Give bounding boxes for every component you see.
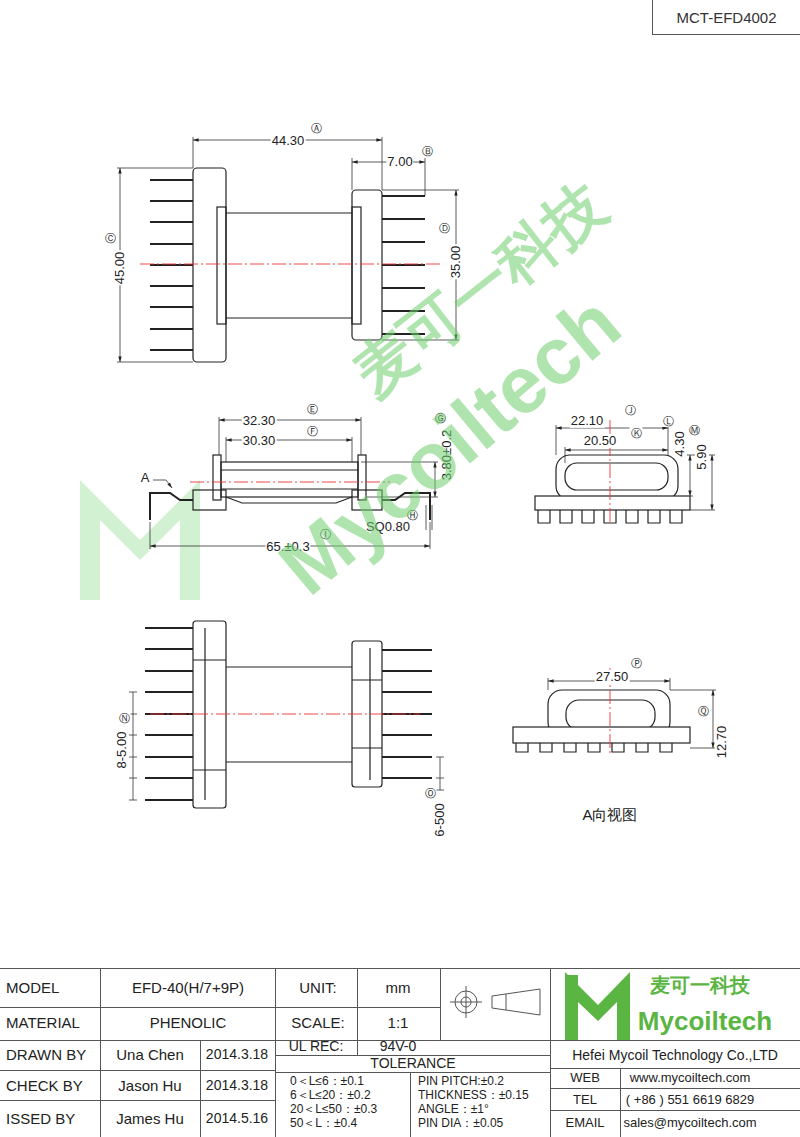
table-cell: Jason Hu [118, 1078, 181, 1095]
table-cell: MODEL [6, 980, 59, 997]
company-name: 麦可一科技 [650, 974, 750, 996]
pins [150, 180, 193, 350]
drawing-number-box: MCT-EFD4002 [652, 0, 800, 35]
callout-letter: Ⓚ [630, 427, 643, 439]
dimension-label: 30.30 [242, 434, 277, 448]
callout-letter: Ⓟ [630, 657, 643, 669]
dimension-label: 8-5.00 [115, 731, 129, 770]
view-title: A向视图 [582, 807, 637, 824]
callout-letter: Ⓓ [438, 222, 451, 234]
dimension-label: 27.50 [595, 670, 630, 684]
table-cell: PIN PITCH:±0.2 [418, 1075, 504, 1088]
flange [193, 168, 226, 362]
dimension-label: 20.50 [583, 434, 618, 448]
callout-letter: Ⓑ [421, 145, 434, 157]
watermark-logo [80, 480, 200, 600]
callout-letter: Ⓙ [624, 404, 637, 416]
table-cell: ANGLE：±1° [418, 1103, 489, 1116]
dimension-label: 22.10 [570, 414, 605, 428]
table-cell: THICKNESS：±0.15 [418, 1089, 529, 1102]
table-cell: 94V-0 [380, 1039, 417, 1054]
company-full-name: Hefei Mycoil Technology Co.,LTD [572, 1048, 778, 1063]
callout-letter: Ⓝ [118, 712, 131, 724]
table-cell: ISSED BY [6, 1111, 75, 1128]
callout-letter: Ⓛ [662, 415, 675, 427]
dimension-label: 7.00 [386, 155, 413, 169]
callout-letter: Ⓔ [306, 403, 319, 415]
table-cell: 1:1 [388, 1015, 409, 1032]
table-cell: 50＜L：±0.4 [290, 1117, 357, 1130]
dimension-label: 5.90 [695, 443, 709, 470]
drawing-number: MCT-EFD4002 [676, 9, 776, 26]
callout-letter: Ⓜ [688, 424, 701, 436]
company-logo [565, 972, 630, 1040]
table-cell: EMAIL [565, 1116, 604, 1130]
table-cell: PHENOLIC [150, 1015, 227, 1032]
table-cell: 2014.5.16 [206, 1111, 268, 1126]
table-cell: James Hu [116, 1111, 184, 1128]
pins [150, 493, 193, 520]
callout-letter: Ⓒ [104, 232, 117, 244]
table-cell: SCALE: [291, 1015, 344, 1032]
callout-letter: Ⓐ [310, 122, 323, 134]
table-cell: 20＜L≤50：±0.3 [290, 1103, 377, 1116]
callout-letter: Ⓠ [697, 705, 710, 717]
table-cell: mm [386, 980, 411, 997]
table-cell: DRAWN BY [6, 1047, 86, 1064]
table-cell: TOLERANCE [370, 1056, 455, 1071]
table-cell: CHECK BY [6, 1078, 83, 1095]
company-brand: Mycoiltech [638, 1007, 772, 1036]
flange [352, 190, 382, 340]
dimension-label: 4.30 [673, 430, 687, 457]
title-block [0, 968, 800, 1137]
table-cell: www.mycoiltech.com [630, 1071, 751, 1085]
dimension-label: 32.30 [242, 414, 277, 428]
table-cell: UL REC: [289, 1039, 344, 1054]
table-cell: sales@mycoiltech.com [623, 1116, 756, 1130]
table-cell: ( +86 ) 551 6619 6829 [626, 1093, 754, 1107]
table-cell: 2014.3.18 [206, 1047, 268, 1062]
table-cell: 6＜L≤20：±0.2 [290, 1089, 371, 1102]
pins [382, 650, 432, 778]
callout-letter: Ⓞ [424, 787, 437, 799]
table-cell: MATERIAL [6, 1015, 80, 1032]
table-cell: 2014.3.18 [206, 1078, 268, 1093]
table-cell: TEL [573, 1093, 597, 1107]
table-cell: WEB [570, 1071, 600, 1085]
dimension-label: 12.70 [715, 725, 729, 760]
dimension-label: 6-500 [433, 802, 447, 837]
table-cell: UNIT: [299, 980, 337, 997]
callout-letter: Ⓕ [306, 425, 319, 437]
table-cell: PIN DIA：±0.05 [418, 1117, 503, 1130]
table-cell: EFD-40(H/7+9P) [132, 980, 244, 997]
table-cell: Una Chen [116, 1047, 184, 1064]
dimension-label: 44.30 [271, 134, 306, 148]
view-marker: A [140, 471, 151, 485]
dimension-label: 45.00 [113, 251, 127, 286]
table-cell: 0＜L≤6：±0.1 [290, 1075, 364, 1088]
